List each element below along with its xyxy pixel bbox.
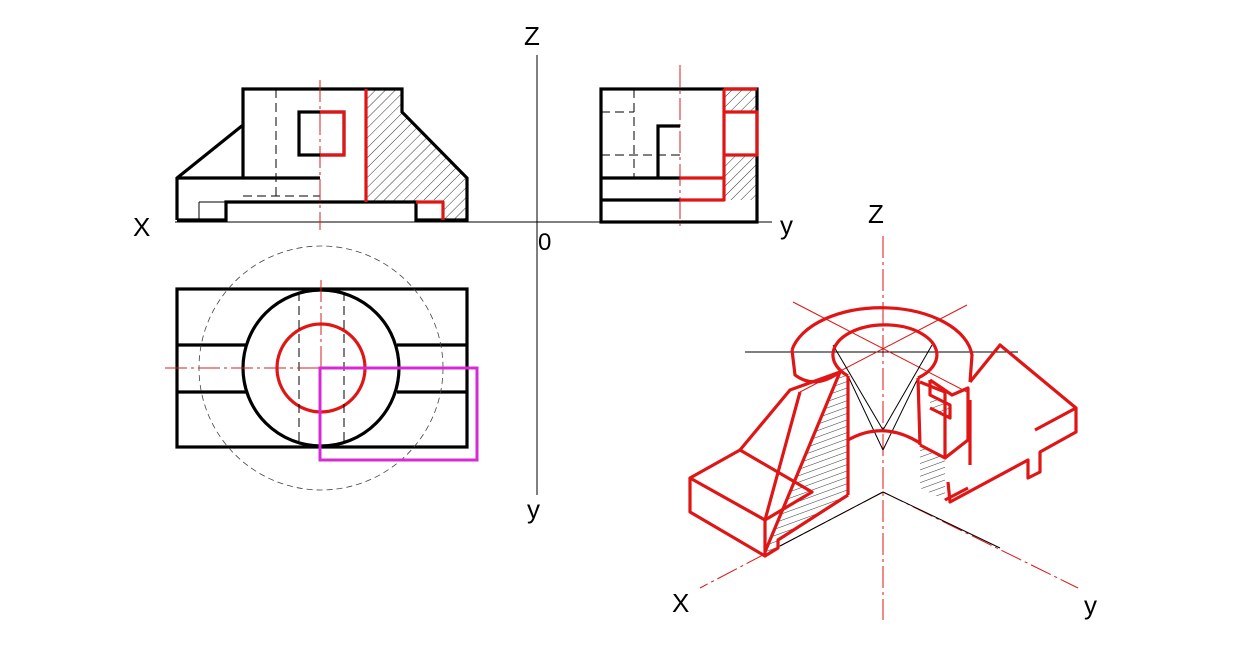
- iso-axis-x-solid: [779, 491, 884, 547]
- iso-cone-4: [882, 344, 933, 431]
- iso-cone-3: [832, 344, 884, 431]
- side-section-box: [724, 110, 759, 157]
- side-window: [656, 124, 680, 178]
- iso-bore-ellipse: [831, 323, 939, 380]
- front-section-hatch: [366, 89, 467, 220]
- iso-cylinder-top-outer: [790, 306, 974, 383]
- plan-highlight-box: [318, 366, 479, 462]
- iso-cone-1: [847, 375, 884, 451]
- side-section-hatch-bottom: [724, 155, 757, 200]
- iso-left-foot-side: [764, 493, 849, 558]
- iso-cone-2: [882, 377, 919, 451]
- projection-axes: Z X 0 y y: [133, 21, 793, 524]
- origin-label: 0: [538, 229, 551, 256]
- side-view: [599, 65, 759, 228]
- front-slot-section: [416, 200, 445, 220]
- iso-right-notch-step: [928, 380, 952, 420]
- front-view: [175, 80, 469, 230]
- iso-left-foot-top: [688, 448, 814, 522]
- top-view: [165, 245, 479, 491]
- iso-axis-label-y: y: [1084, 590, 1097, 620]
- iso-left-rib-front: [763, 391, 802, 521]
- axis-label-y-side: y: [780, 210, 793, 240]
- iso-axis-label-x: X: [672, 588, 689, 618]
- iso-diag-1: [792, 301, 968, 393]
- iso-right-front: [946, 408, 1078, 504]
- iso-section-hatch-right: [920, 445, 945, 500]
- iso-axis-y-solid: [882, 491, 1001, 549]
- iso-left-rib: [738, 370, 841, 452]
- iso-left-rib-edge: [763, 371, 842, 553]
- isometric-view: Z X y: [672, 199, 1097, 620]
- front-window-section: [320, 110, 346, 157]
- side-section-edges: [680, 89, 726, 202]
- axis-label-x: X: [133, 212, 150, 242]
- iso-right-notch-inner: [929, 378, 970, 460]
- axis-label-z: Z: [524, 21, 540, 51]
- side-section-hatch-top: [724, 89, 757, 112]
- iso-right-top: [968, 343, 1078, 432]
- front-window: [297, 110, 346, 157]
- iso-axis-label-z: Z: [868, 199, 884, 229]
- iso-bore-bottom: [847, 429, 921, 445]
- axis-label-y-plan: y: [527, 494, 540, 524]
- iso-left-foot-front: [688, 478, 767, 558]
- iso-right-notch: [919, 380, 947, 460]
- iso-bore-right-edge: [916, 377, 922, 446]
- iso-right-bottom-edge: [944, 486, 969, 502]
